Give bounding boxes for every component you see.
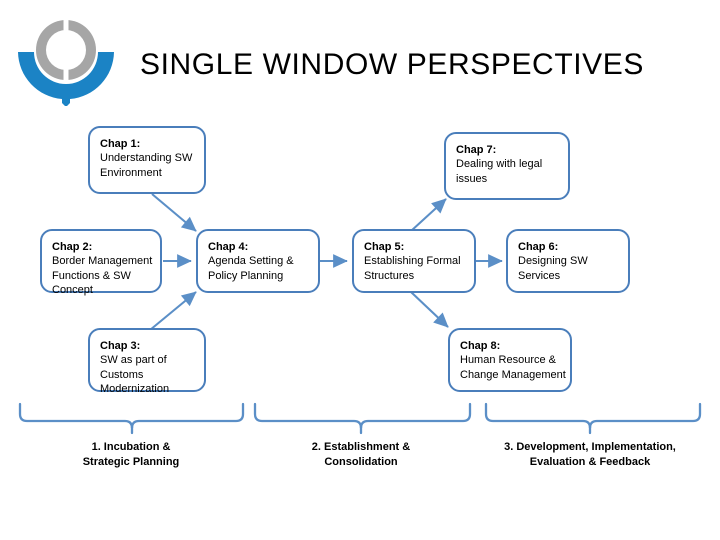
- chapter-box-chap7[interactable]: Chap 7: Dealing with legal issues: [444, 132, 570, 200]
- chapter-heading: Chap 7:: [456, 144, 497, 156]
- chapter-line: Functions & SW: [52, 269, 131, 282]
- phase-label-line: 1. Incubation &: [91, 441, 171, 453]
- page-title: SINGLE WINDOW PERSPECTIVES: [140, 48, 645, 81]
- chapter-line: Agenda Setting &: [208, 255, 294, 268]
- chapter-body: Establishing Formal Structures: [364, 254, 465, 283]
- chapter-heading: Chap 5:: [364, 241, 405, 253]
- chapter-line: Environment: [100, 166, 162, 179]
- chapter-box-chap6[interactable]: Chap 6: Designing SW Services: [506, 229, 630, 293]
- chapter-line: issues: [456, 172, 488, 185]
- chapter-heading: Chap 8:: [460, 340, 501, 352]
- wco-single-window-logo: [14, 14, 118, 107]
- connector-chap5-chap8: [410, 291, 449, 328]
- chapter-body: Human Resource & Change Management: [460, 353, 566, 382]
- phase-label-3: 3. Development, Implementation, Evaluati…: [460, 440, 720, 470]
- chapter-line: SW as part of: [100, 354, 167, 367]
- phase-label-line: 3. Development, Implementation,: [504, 441, 676, 453]
- phase-brace-1: [18, 402, 245, 429]
- phase-label-2: 2. Establishment & Consolidation: [261, 440, 461, 470]
- chapter-line: Border Management: [52, 255, 153, 268]
- chapter-line: Concept: [52, 283, 93, 296]
- chapter-box-chap2[interactable]: Chap 2: Border Management Functions & SW…: [40, 229, 162, 296]
- chapter-box-chap5[interactable]: Chap 5: Establishing Formal Structures: [352, 229, 476, 293]
- connector-chap1-chap4: [151, 193, 197, 232]
- logo-blue-arc: [18, 52, 114, 107]
- chapter-box-chap1[interactable]: Chap 1: Understanding SW Environment: [88, 126, 206, 194]
- chapter-body: Understanding SW Environment: [100, 151, 195, 180]
- chapter-heading: Chap 4:: [208, 241, 249, 253]
- connector-chap5-chap7: [410, 198, 447, 232]
- chapter-line: Change Management: [460, 368, 566, 381]
- chapter-line: Dealing with legal: [456, 158, 543, 171]
- chapter-heading: Chap 6:: [518, 241, 559, 253]
- chapter-body: Designing SW Services: [518, 254, 619, 283]
- chapter-body: Agenda Setting & Policy Planning: [208, 254, 309, 283]
- chapter-line: Establishing Formal: [364, 255, 461, 268]
- phase-label-line: 2. Establishment &: [311, 441, 411, 453]
- chapter-line: Modernization: [100, 382, 170, 395]
- phase-label-line: Evaluation & Feedback: [529, 455, 651, 468]
- chapter-box-chap3[interactable]: Chap 3: SW as part of Customs Modernizat…: [88, 328, 206, 395]
- chapter-box-chap8[interactable]: Chap 8: Human Resource & Change Manageme…: [448, 328, 572, 392]
- chapter-line: Human Resource &: [460, 354, 556, 367]
- logo-gray-ring: [36, 18, 96, 82]
- connector-chap3-chap4: [149, 291, 197, 331]
- chapter-line: Designing SW: [518, 255, 588, 268]
- chapter-line: Structures: [364, 269, 415, 282]
- phase-brace-3: [484, 402, 702, 429]
- chapter-body: SW as part of Customs Modernization: [100, 353, 195, 396]
- phase-label-line: Consolidation: [324, 455, 398, 468]
- chapter-box-chap4[interactable]: Chap 4: Agenda Setting & Policy Planning: [196, 229, 320, 293]
- chapter-line: Customs: [100, 368, 144, 381]
- chapter-body: Border Management Functions & SW Concept: [52, 254, 153, 297]
- chapter-heading: Chap 2:: [52, 241, 93, 253]
- chapter-line: Policy Planning: [208, 269, 284, 282]
- chapter-heading: Chap 3:: [100, 340, 141, 352]
- chapter-body: Dealing with legal issues: [456, 157, 559, 186]
- phase-brace-2: [253, 402, 472, 429]
- chapter-line: Services: [518, 269, 561, 282]
- chapter-heading: Chap 1:: [100, 138, 141, 150]
- phase-label-1: 1. Incubation & Strategic Planning: [31, 440, 231, 470]
- phase-label-line: Strategic Planning: [82, 455, 180, 468]
- chapter-line: Understanding SW: [100, 152, 193, 165]
